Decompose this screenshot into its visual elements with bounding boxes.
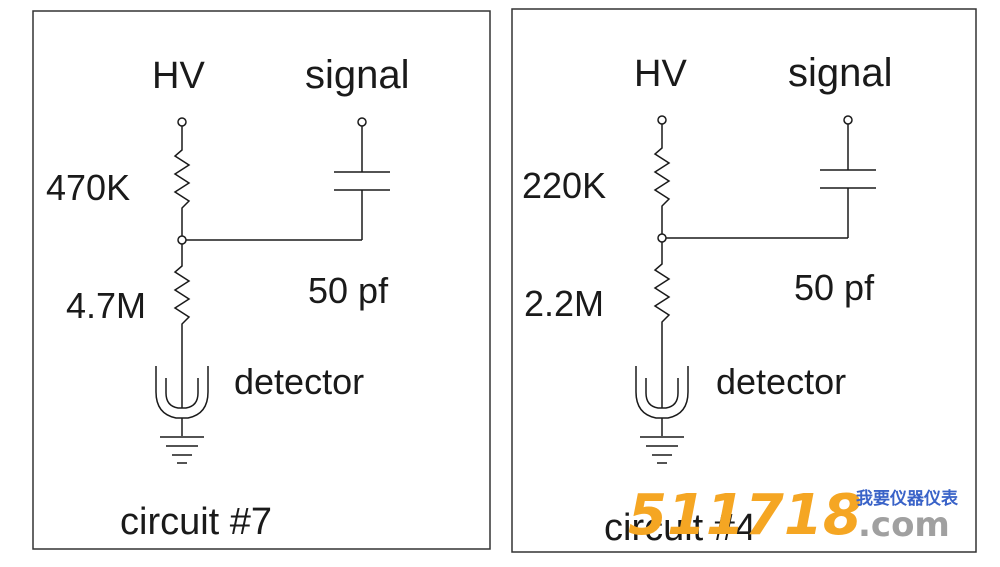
signal-terminal: [357, 117, 367, 127]
signal-label: signal: [788, 51, 893, 95]
resistor-bottom: [173, 244, 191, 362]
watermark-digits: 511718: [628, 483, 862, 548]
junction-node: [177, 235, 187, 245]
panel-frame: [511, 8, 977, 553]
signal-label: signal: [305, 53, 410, 97]
hv-terminal: [177, 117, 187, 127]
watermark-cn-text: 我要仪器仪表: [856, 488, 959, 509]
panel-frame: [32, 10, 491, 550]
hv-terminal: [657, 115, 667, 125]
resistor-bottom-label: 4.7M: [66, 285, 146, 326]
capacitor-label: 50 pf: [794, 267, 875, 308]
detector-label: detector: [234, 361, 364, 402]
hv-label: HV: [152, 55, 205, 97]
resistor-top-label: 220K: [522, 165, 606, 206]
circuit-panel-1: HV signal 470K 50 pf 4.7M detector circu…: [32, 10, 491, 550]
circuit-label: circuit #7: [120, 501, 272, 543]
resistor-bottom-label: 2.2M: [524, 283, 604, 324]
signal-terminal: [843, 115, 853, 125]
hv-label: HV: [634, 53, 687, 95]
detector-label: detector: [716, 361, 846, 402]
resistor-bottom: [653, 242, 671, 362]
resistor-top: [173, 126, 191, 236]
circuit-panel-2: HV signal 220K 50 pf 2.2M detector circu…: [511, 8, 977, 553]
circuit-label: circuit #4: [604, 507, 756, 549]
junction-node: [657, 233, 667, 243]
capacitor-label: 50 pf: [308, 270, 389, 311]
watermark: 511718 我要仪器仪表 .com: [628, 483, 959, 548]
resistor-top: [653, 124, 671, 234]
watermark-dot-com: .com: [858, 505, 950, 545]
resistor-top-label: 470K: [46, 167, 130, 208]
